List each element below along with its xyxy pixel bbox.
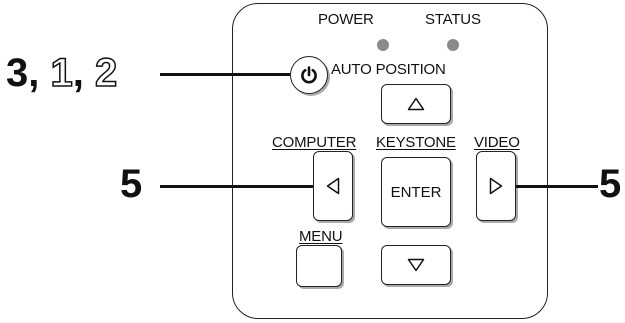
step-2-number: 2 <box>94 51 118 95</box>
step-1-number: 1 <box>50 51 74 95</box>
status-indicator-led <box>447 39 459 51</box>
down-button[interactable] <box>381 245 451 285</box>
video-label: VIDEO <box>474 134 520 151</box>
power-callout-line <box>160 73 290 76</box>
left-button[interactable] <box>313 151 353 221</box>
right-step-callout: 5 <box>599 162 622 206</box>
power-icon <box>301 66 317 84</box>
step-3-number: 3 <box>6 51 29 95</box>
left-step-callout: 5 <box>120 162 143 206</box>
up-button[interactable] <box>381 84 451 124</box>
power-label: POWER <box>318 11 374 28</box>
left-callout-line <box>160 185 313 188</box>
triangle-right-icon <box>489 177 503 195</box>
triangle-left-icon <box>326 177 340 195</box>
triangle-up-icon <box>407 97 425 111</box>
menu-button[interactable] <box>296 245 342 287</box>
power-steps-callout: 3, 1, 2 <box>6 51 118 95</box>
right-button[interactable] <box>476 151 516 221</box>
status-label: STATUS <box>425 11 481 28</box>
keystone-label: KEYSTONE <box>376 134 456 151</box>
power-button[interactable] <box>290 56 328 94</box>
triangle-down-icon <box>407 258 425 272</box>
right-callout-line <box>516 185 598 188</box>
power-indicator-led <box>377 39 389 51</box>
enter-label: ENTER <box>390 183 442 201</box>
menu-label: MENU <box>299 228 343 245</box>
step-separator: , <box>72 51 84 95</box>
enter-button[interactable]: ENTER <box>381 157 451 227</box>
auto-position-label: AUTO POSITION <box>331 61 446 78</box>
step-separator: , <box>28 51 40 95</box>
computer-label: COMPUTER <box>272 134 357 151</box>
